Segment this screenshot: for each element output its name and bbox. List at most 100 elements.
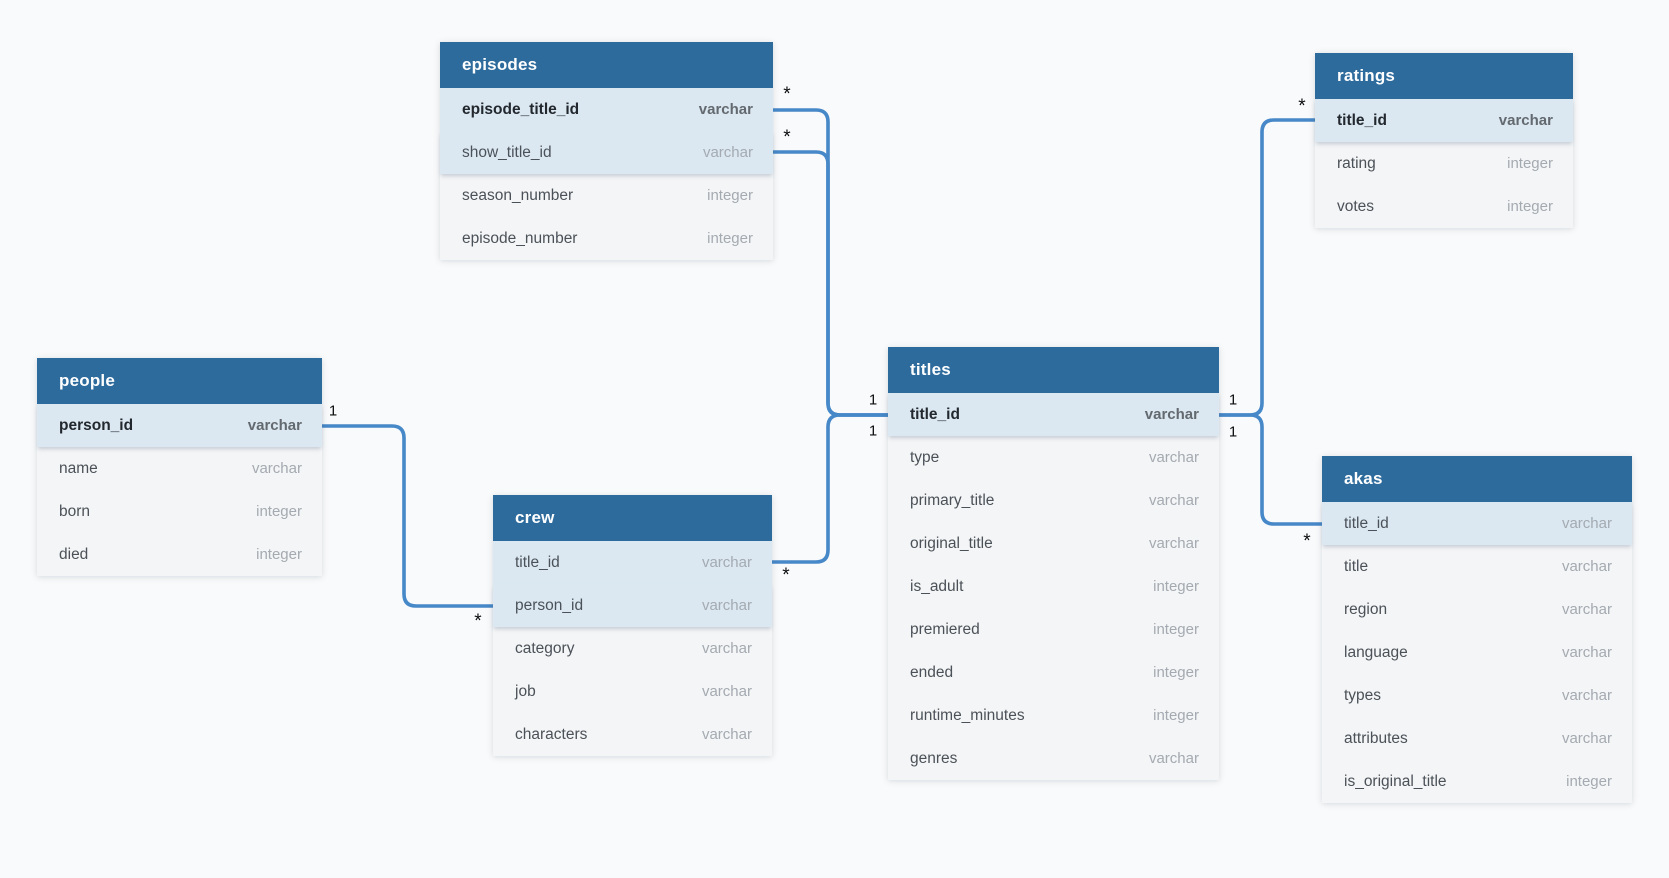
column-name: type [910,448,940,466]
column-type: varchar [1561,730,1612,747]
cardinality-label-many: * [782,565,790,587]
cardinality-label-one: 1 [1228,423,1238,441]
column-name: person_id [515,596,584,614]
column-type: varchar [251,460,302,477]
cardinality-label-one: 1 [868,422,878,440]
column-name: title_id [910,405,960,423]
cardinality-label-one: 1 [1228,391,1238,409]
table-title-akas[interactable]: akas [1322,456,1632,502]
column-row-episodes-episode_number: episode_number integer [440,217,773,260]
column-row-titles-title_id: title_id varchar [888,393,1219,436]
column-type: varchar [1561,601,1612,618]
column-row-akas-types: types varchar [1322,674,1632,717]
cardinality-label-many: * [783,84,791,106]
column-type: varchar [701,683,752,700]
column-name: category [515,639,575,657]
column-type: varchar [1144,406,1199,423]
column-row-titles-premiered: premiered integer [888,608,1219,651]
column-type: varchar [1561,644,1612,661]
relationship-episodes.episode_title_id-to-titles.title_id [773,108,888,417]
column-type: integer [707,230,753,247]
column-type: varchar [1498,112,1553,129]
column-name: attributes [1344,729,1408,747]
column-type: integer [1153,707,1199,724]
column-name: region [1344,600,1388,618]
column-type: varchar [1148,535,1199,552]
column-name: types [1344,686,1382,704]
column-type: integer [1566,773,1612,790]
column-name: language [1344,643,1408,661]
column-name: name [59,459,98,477]
column-row-titles-original_title: original_title varchar [888,522,1219,565]
column-name: primary_title [910,491,995,509]
cardinality-label-one: 1 [328,402,338,420]
column-type: varchar [701,640,752,657]
column-type: varchar [1561,687,1612,704]
table-title-people[interactable]: people [37,358,322,404]
cardinality-label-many: * [783,127,791,149]
column-row-crew-title_id: title_id varchar [493,541,772,584]
column-type: varchar [698,101,753,118]
column-row-crew-category: category varchar [493,627,772,670]
table-title-episodes[interactable]: episodes [440,42,773,88]
column-row-akas-is_original_title: is_original_title integer [1322,760,1632,803]
relationship-titles.title_id-to-ratings.title_id [1219,118,1315,417]
column-row-titles-type: type varchar [888,436,1219,479]
column-row-titles-primary_title: primary_title varchar [888,479,1219,522]
column-type: integer [1153,578,1199,595]
column-name: premiered [910,620,980,638]
column-row-titles-runtime_minutes: runtime_minutes integer [888,694,1219,737]
column-name: is_original_title [1344,772,1447,790]
column-name: season_number [462,186,574,204]
table-title-ratings[interactable]: ratings [1315,53,1573,99]
column-name: title_id [1337,111,1387,129]
column-type: integer [1153,664,1199,681]
table-title-titles[interactable]: titles [888,347,1219,393]
column-name: episode_title_id [462,100,580,118]
column-type: integer [1507,155,1553,172]
column-type: integer [256,503,302,520]
table-episodes[interactable]: episodes episode_title_id varchar show_titl… [440,42,773,260]
column-name: original_title [910,534,993,552]
column-name: job [515,682,536,700]
column-row-people-name: name varchar [37,447,322,490]
column-name: votes [1337,197,1375,215]
column-name: born [59,502,91,520]
column-type: varchar [1148,492,1199,509]
column-row-titles-ended: ended integer [888,651,1219,694]
column-type: varchar [1148,449,1199,466]
column-row-ratings-title_id: title_id varchar [1315,99,1573,142]
column-row-akas-attributes: attributes varchar [1322,717,1632,760]
column-type: varchar [1561,558,1612,575]
relationship-people.person_id-to-crew.person_id [322,424,493,608]
column-type: integer [1153,621,1199,638]
column-name: genres [910,749,958,767]
column-name: runtime_minutes [910,706,1025,724]
column-name: ended [910,663,954,681]
column-row-episodes-episode_title_id: episode_title_id varchar [440,88,773,131]
column-type: varchar [701,726,752,743]
column-name: died [59,545,89,563]
column-type: varchar [1148,750,1199,767]
column-name: episode_number [462,229,578,247]
column-name: title_id [515,553,560,571]
column-type: varchar [701,554,752,571]
column-type: varchar [1561,515,1612,532]
table-title-crew[interactable]: crew [493,495,772,541]
column-type: varchar [247,417,302,434]
